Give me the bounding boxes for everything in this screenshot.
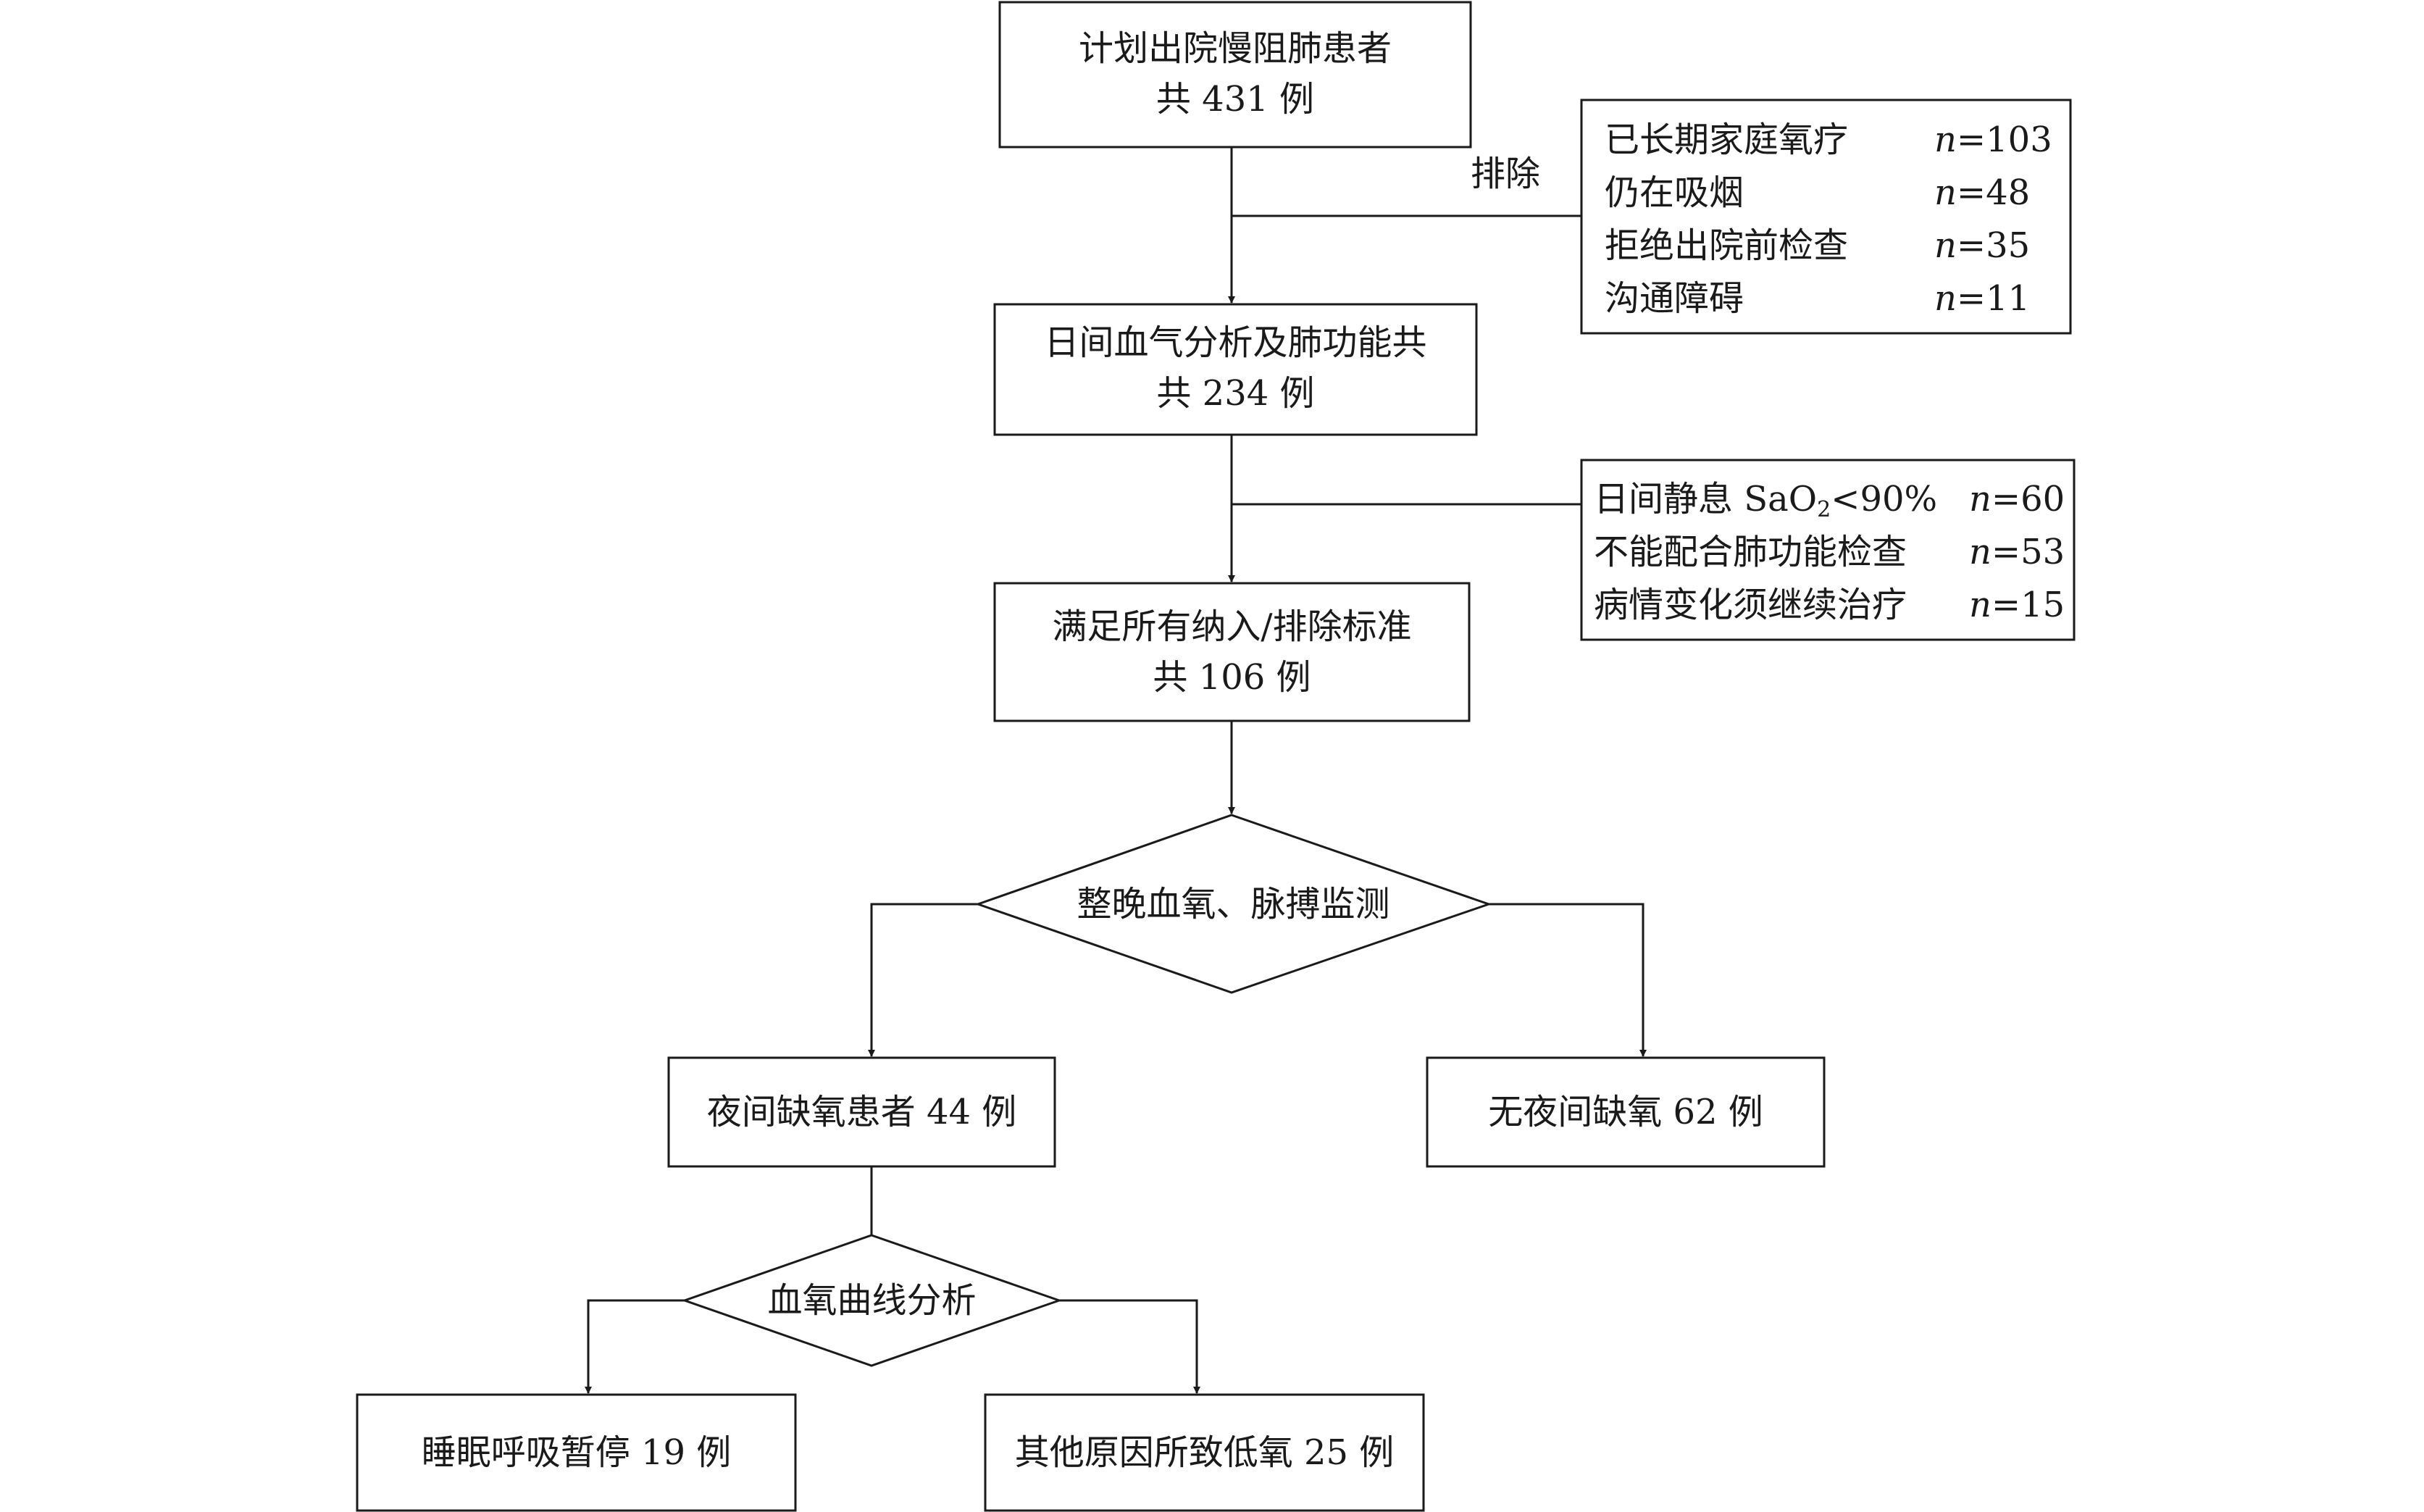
n-value: =35 [1956, 225, 2031, 266]
exclusion-reason: 病情变化须继续治疗 [1594, 585, 1907, 625]
no-hypoxia-box [1426, 1056, 1826, 1168]
eligible-line-1: 满足所有纳入/排除标准 [1052, 606, 1412, 647]
start-label: 计划出院慢阻肺患者 共 431 例 [1000, 23, 1471, 125]
exclusion-count: n=60 [1969, 474, 2065, 525]
connector-curve-to-other [1059, 1299, 1200, 1394]
n-symbol: n [1969, 532, 1992, 572]
exclusion-item: 沟通障碍 [1605, 273, 1744, 324]
exclusion-reason: 拒绝出院前检查 [1605, 225, 1849, 266]
assessed-label: 日间血气分析及肺功能共 共 234 例 [995, 317, 1476, 419]
no-hypoxia-label: 无夜间缺氧 62 例 [1488, 1092, 1763, 1132]
hypoxia-label: 夜间缺氧患者 44 例 [706, 1092, 1017, 1132]
apnea-box [356, 1393, 797, 1512]
monitoring-diamond [974, 814, 1492, 994]
other-label: 其他原因所致低氧 25 例 [1014, 1432, 1395, 1473]
n-value: =53 [1991, 532, 2065, 572]
exclusion-item: 已长期家庭氧疗 [1605, 114, 1848, 165]
assessed-line-2: 共 234 例 [1156, 373, 1315, 414]
curve-label: 血氧曲线分析 [767, 1280, 977, 1321]
other-box [984, 1393, 1425, 1512]
exclusion-item: 不能配合肺功能检查 [1594, 527, 1907, 577]
n-symbol: n [1969, 585, 1992, 625]
eligible-line-2: 共 106 例 [1153, 657, 1311, 698]
n-value: =15 [1991, 585, 2065, 625]
exclusion-reason: 仍在吸烟 [1605, 172, 1744, 213]
exclude-label: 排除 [1471, 154, 1541, 194]
eligible-label: 满足所有纳入/排除标准 共 106 例 [995, 601, 1469, 703]
exclusion-reason: 日间静息 SaO [1594, 479, 1818, 519]
apnea-label: 睡眠呼吸暂停 19 例 [421, 1432, 732, 1473]
n-value: =60 [1991, 479, 2065, 519]
exclusion-count: n=11 [1934, 273, 2030, 324]
start-line-1: 计划出院慢阻肺患者 [1078, 28, 1392, 69]
n-value: =103 [1956, 120, 2052, 160]
exclusion-count: n=53 [1969, 527, 2065, 577]
n-symbol: n [1934, 172, 1957, 213]
subscript: 2 [1817, 497, 1831, 522]
exclusion-item: 仍在吸烟 [1605, 167, 1744, 218]
exclusion-reason: 不能配合肺功能检查 [1594, 532, 1907, 572]
exclusion-reason: 已长期家庭氧疗 [1605, 120, 1849, 160]
exclusion-reason: 沟通障碍 [1605, 278, 1744, 319]
exclusion-item: 病情变化须继续治疗 [1594, 580, 1907, 630]
connector-monitoring-to-hypoxia [868, 903, 978, 1057]
exclusion-count: n=103 [1934, 114, 2052, 165]
exclusion-reason-tail: <90% [1831, 479, 1938, 519]
assessed-box [993, 303, 1478, 436]
assessed-line-1: 日间血气分析及肺功能共 [1044, 322, 1427, 363]
connector-curve-to-apnea [585, 1299, 685, 1394]
curve-diamond [681, 1234, 1063, 1367]
n-symbol: n [1969, 479, 1992, 519]
exclusion-count: n=15 [1969, 580, 2065, 630]
exclusion-count: n=35 [1934, 220, 2030, 271]
n-value: =48 [1956, 172, 2031, 213]
start-line-2: 共 431 例 [1155, 79, 1315, 120]
monitoring-label: 整晚血氧、脉搏监测 [1077, 884, 1390, 924]
exclusion-count: n=48 [1934, 167, 2030, 218]
n-symbol: n [1934, 225, 1957, 266]
exclusion-item: 拒绝出院前检查 [1605, 220, 1848, 271]
n-value: =11 [1956, 278, 2031, 319]
exclusion-item: 日间静息 SaO2<90% [1594, 474, 1937, 535]
hypoxia-box [667, 1056, 1056, 1168]
exclusion-box-2 [1580, 459, 2076, 641]
n-symbol: n [1934, 120, 1957, 160]
connector-monitoring-to-no-hypoxia [1489, 903, 1647, 1057]
n-symbol: n [1934, 278, 1957, 319]
start-box [998, 1, 1472, 149]
